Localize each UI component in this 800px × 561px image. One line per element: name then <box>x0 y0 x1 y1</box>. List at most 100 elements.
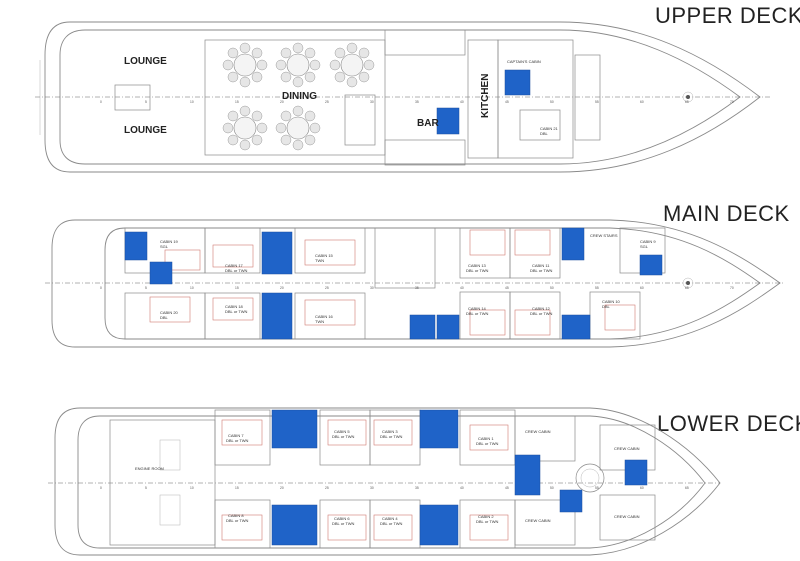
svg-text:70: 70 <box>730 100 734 104</box>
cabin15-label: CABIN 15 <box>315 253 334 258</box>
upper-deck-inner-hull <box>59 29 741 165</box>
main-deck-hull <box>51 219 781 348</box>
cabin3-1-bathrooms <box>419 409 459 449</box>
svg-text:50: 50 <box>550 286 554 290</box>
cabin16-room <box>294 292 366 340</box>
cabin10-label: CABIN 10 <box>602 299 621 304</box>
wheelhouse <box>574 54 601 141</box>
svg-text:15: 15 <box>235 100 239 104</box>
lower-deck: ENGINE ROOM CABIN 7 DBL or TWN CABIN 5 D… <box>48 407 721 556</box>
dining-room-outline <box>204 39 386 156</box>
cabin3-label: CABIN 3 <box>382 429 398 434</box>
cabin18-bathroom <box>261 292 293 340</box>
upper-deck-hull <box>44 21 761 173</box>
crew-cabin-label-1: CREW CABIN <box>525 429 551 434</box>
crew-cabin-label-2: CREW CABIN <box>525 518 551 523</box>
cabin1-type: DBL or TWN <box>476 441 499 446</box>
cabin3-type: DBL or TWN <box>380 434 403 439</box>
svg-text:10: 10 <box>190 286 194 290</box>
crew-cabin-label-3: CREW CABIN <box>614 446 640 451</box>
svg-text:45: 45 <box>505 286 509 290</box>
engine-room-label: ENGINE ROOM <box>135 466 164 471</box>
cabin18-room <box>204 292 261 340</box>
cabin19-shower <box>149 261 173 285</box>
cabin12-room <box>509 291 561 340</box>
svg-text:50: 50 <box>550 100 554 104</box>
svg-text:15: 15 <box>235 286 239 290</box>
svg-text:40: 40 <box>460 486 464 490</box>
cabin19-label: CABIN 19 <box>160 239 179 244</box>
cabin4-bed <box>373 514 413 541</box>
captain-area-outline <box>497 39 574 159</box>
cabin11-bed <box>514 229 551 256</box>
cabin12-label: CABIN 12 <box>532 306 551 311</box>
captains-cabin-label: CAPTAIN'S CABIN <box>507 59 541 64</box>
cabin7-type: DBL or TWN <box>226 438 249 443</box>
anchor-icon <box>682 91 694 103</box>
kitchen-label: KITCHEN <box>480 74 491 118</box>
cabin13-type: DBL or TWN <box>466 268 489 273</box>
cabin7-5-bathrooms <box>271 409 318 449</box>
dining-table <box>222 105 268 151</box>
cabin18-type: DBL or TWN <box>225 309 248 314</box>
svg-text:5: 5 <box>145 100 147 104</box>
cabin12-type: DBL or TWN <box>530 311 553 316</box>
cabin19-bathroom <box>124 231 148 261</box>
crew-bathroom-3 <box>624 459 648 486</box>
svg-text:0: 0 <box>100 286 102 290</box>
cabin15-beds <box>304 239 356 266</box>
cabin1-label: CABIN 1 <box>478 436 494 441</box>
svg-text:20: 20 <box>280 286 284 290</box>
cabin7-label: CABIN 7 <box>228 433 244 438</box>
lounge-label-top: LOUNGE <box>124 56 167 67</box>
cabin13-bed <box>469 229 506 256</box>
engine-room <box>109 419 216 546</box>
cabin16-beds <box>304 299 356 326</box>
svg-text:60: 60 <box>640 486 644 490</box>
cabin18-label: CABIN 18 <box>225 304 244 309</box>
cabin11-bathroom <box>561 227 585 261</box>
bar-bathroom <box>436 107 460 135</box>
cabin18-bed <box>212 297 254 321</box>
cabin7-bed <box>221 419 263 446</box>
svg-text:55: 55 <box>595 100 599 104</box>
cabin17-bed <box>212 244 254 268</box>
cabin17-label: CABIN 17 <box>225 263 244 268</box>
cabin17-bathroom <box>261 231 293 275</box>
main-frame-numbers: 0 5 10 15 20 25 30 35 40 45 50 55 60 65 … <box>100 286 734 290</box>
cabin17-type: DBL or TWN <box>225 268 248 273</box>
bar-label: BAR <box>417 118 439 129</box>
cabin2-room <box>459 499 516 549</box>
cabin6-label: CABIN 6 <box>334 516 350 521</box>
bar-counter <box>344 94 376 146</box>
svg-text:65: 65 <box>685 286 689 290</box>
cabin3-bed <box>373 419 413 446</box>
svg-text:40: 40 <box>460 100 464 104</box>
cabin6-bed <box>327 514 367 541</box>
cabin8-room <box>214 499 271 549</box>
cabin8-type: DBL or TWN <box>226 518 249 523</box>
svg-text:15: 15 <box>235 486 239 490</box>
svg-text:20: 20 <box>280 100 284 104</box>
crew-cabin-4 <box>599 494 656 541</box>
cabin16-label: CABIN 16 <box>315 314 334 319</box>
lower-frame-numbers: 0 5 10 15 20 25 30 35 40 45 50 55 60 65 <box>100 486 689 490</box>
cabin15-type: TWN <box>315 258 324 263</box>
cabin14-bed <box>469 309 506 336</box>
cabin2-type: DBL or TWN <box>476 519 499 524</box>
svg-text:45: 45 <box>505 100 509 104</box>
cabin21-bed <box>519 109 561 141</box>
cabin19-type: SGL <box>160 244 169 249</box>
svg-text:40: 40 <box>460 286 464 290</box>
upper-deck-title: UPPER DECK <box>655 3 800 28</box>
cabin5-type: DBL or TWN <box>332 434 355 439</box>
engine-port <box>159 439 181 471</box>
cabin5-bed <box>327 419 367 446</box>
crew-bathroom-2 <box>559 489 583 513</box>
cabin21-type: DBL <box>540 131 549 136</box>
svg-text:45: 45 <box>505 486 509 490</box>
svg-text:0: 0 <box>100 100 102 104</box>
cabin20-label: CABIN 20 <box>160 310 179 315</box>
svg-text:30: 30 <box>370 286 374 290</box>
